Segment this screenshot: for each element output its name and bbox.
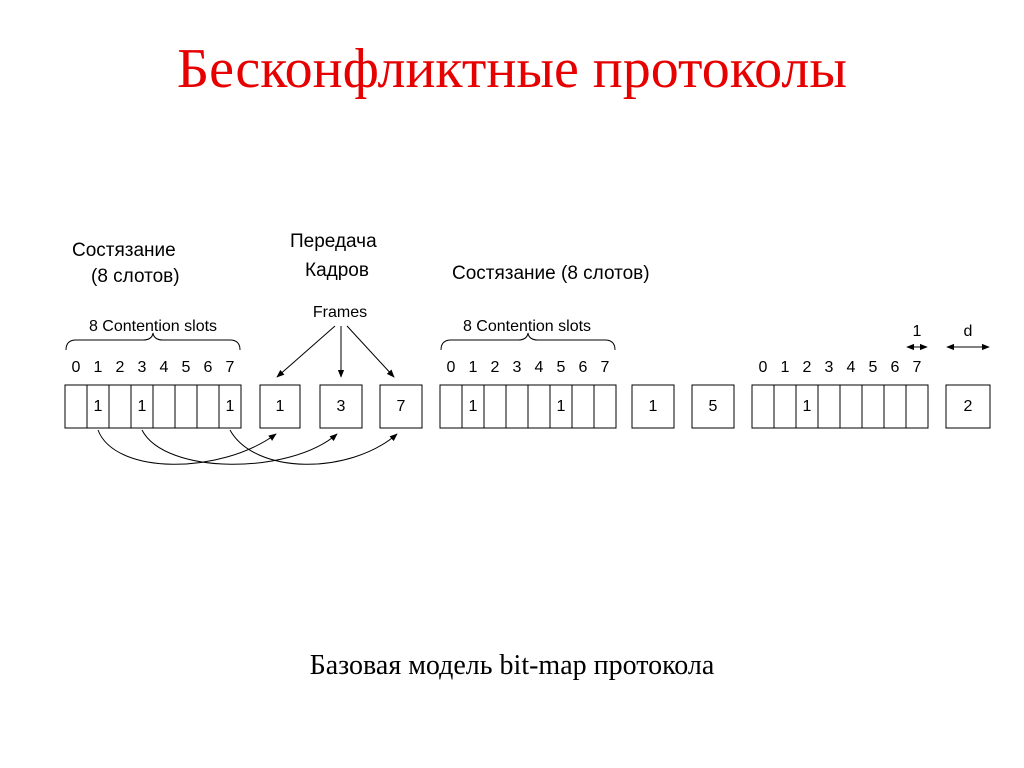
contention-slots-label-2: 8 Contention slots bbox=[463, 318, 591, 335]
slot-number: 5 bbox=[869, 359, 878, 376]
slot-box bbox=[505, 384, 529, 429]
slot-number: 2 bbox=[116, 359, 125, 376]
slot-box bbox=[861, 384, 885, 429]
slot-number: 1 bbox=[94, 359, 103, 376]
one-slot-dimension-label: 1 bbox=[913, 323, 922, 340]
slide-caption: Базовая модель bit-map протокола bbox=[309, 650, 715, 681]
slot-box bbox=[571, 384, 595, 429]
frames-arrow bbox=[346, 325, 395, 378]
slide-title: Бесконфликтные протоколы bbox=[177, 38, 847, 100]
frame-label: 1 bbox=[276, 398, 285, 415]
slot-number: 0 bbox=[72, 359, 81, 376]
slot-box bbox=[196, 384, 220, 429]
frame-label: 2 bbox=[964, 398, 973, 415]
slot-number: 1 bbox=[469, 359, 478, 376]
frame-label: 1 bbox=[649, 398, 658, 415]
frames-group-3: 2 bbox=[945, 384, 991, 429]
dimension-markers: 1 d bbox=[906, 323, 990, 351]
slot-number: 6 bbox=[891, 359, 900, 376]
slot-box bbox=[152, 384, 176, 429]
slot-bit: 1 bbox=[557, 398, 566, 415]
slot-number: 3 bbox=[138, 359, 147, 376]
frame-label: 3 bbox=[337, 398, 346, 415]
frames-group-1: 1 3 7 bbox=[259, 384, 423, 429]
frames-arrow bbox=[276, 325, 336, 378]
contention-slots-label-1: 8 Contention slots bbox=[89, 318, 217, 335]
frames-group-2: 1 5 bbox=[631, 384, 735, 429]
contention-brace-2 bbox=[440, 332, 616, 351]
slot-number: 3 bbox=[825, 359, 834, 376]
slot-box bbox=[483, 384, 507, 429]
slot-box bbox=[439, 384, 463, 429]
slot-number: 0 bbox=[447, 359, 456, 376]
slot-box bbox=[593, 384, 617, 429]
frame-box bbox=[945, 384, 991, 429]
contention-slots-group-1: 1 1 1 bbox=[64, 384, 242, 429]
contention-note-1-line1: Состязание bbox=[72, 240, 176, 261]
bit-to-frame-arrow bbox=[141, 429, 338, 465]
transmission-note-line1: Передача bbox=[290, 231, 377, 252]
slot-box bbox=[883, 384, 907, 429]
slot-numbers-group-3: 0 1 2 3 4 5 6 7 bbox=[759, 359, 922, 376]
slot-bit: 1 bbox=[803, 398, 812, 415]
slot-number: 7 bbox=[226, 359, 235, 376]
slot-box bbox=[751, 384, 775, 429]
bit-to-frame-arrow bbox=[229, 429, 398, 465]
slot-number: 6 bbox=[579, 359, 588, 376]
transmission-note-line2: Кадров bbox=[305, 260, 369, 281]
slot-number: 4 bbox=[535, 359, 544, 376]
slot-bit: 1 bbox=[469, 398, 478, 415]
slot-numbers-group-1: 0 1 2 3 4 5 6 7 bbox=[72, 359, 235, 376]
slot-box bbox=[817, 384, 841, 429]
slot-box bbox=[174, 384, 198, 429]
contention-slots-group-2: 1 1 bbox=[439, 384, 617, 429]
frame-box bbox=[691, 384, 735, 429]
slot-bit: 1 bbox=[138, 398, 147, 415]
slot-box bbox=[839, 384, 863, 429]
slot-numbers-group-2: 0 1 2 3 4 5 6 7 bbox=[447, 359, 610, 376]
slot-box bbox=[218, 384, 242, 429]
contention-note-2: Состязание (8 слотов) bbox=[452, 263, 650, 284]
frame-box bbox=[631, 384, 675, 429]
slot-box bbox=[773, 384, 797, 429]
frame-box bbox=[379, 384, 423, 429]
slot-box bbox=[527, 384, 551, 429]
contention-brace-1 bbox=[65, 332, 241, 351]
frame-box bbox=[259, 384, 301, 429]
slot-number: 7 bbox=[601, 359, 610, 376]
slot-number: 2 bbox=[803, 359, 812, 376]
slot-number: 1 bbox=[781, 359, 790, 376]
frame-label: 7 bbox=[397, 398, 406, 415]
slot-number: 7 bbox=[913, 359, 922, 376]
slot-box bbox=[64, 384, 88, 429]
slot-number: 6 bbox=[204, 359, 213, 376]
frames-pointer-arrows bbox=[276, 325, 395, 378]
frame-length-dimension-label: d bbox=[964, 323, 973, 340]
frame-label: 5 bbox=[709, 398, 718, 415]
slot-number: 4 bbox=[847, 359, 856, 376]
slot-box bbox=[905, 384, 929, 429]
slot-number: 0 bbox=[759, 359, 768, 376]
frame-box bbox=[319, 384, 363, 429]
slot-bit: 1 bbox=[226, 398, 235, 415]
slot-number: 5 bbox=[182, 359, 191, 376]
contention-note-1-line2: (8 слотов) bbox=[91, 266, 180, 287]
bit-to-frame-arrow bbox=[97, 429, 277, 465]
slot-bit: 1 bbox=[94, 398, 103, 415]
contention-slots-group-3: 1 bbox=[751, 384, 929, 429]
slot-box bbox=[108, 384, 132, 429]
slot-number: 4 bbox=[160, 359, 169, 376]
frames-label: Frames bbox=[313, 304, 367, 321]
bit-to-frame-arrows bbox=[97, 429, 398, 465]
slot-number: 2 bbox=[491, 359, 500, 376]
slot-number: 5 bbox=[557, 359, 566, 376]
slot-number: 3 bbox=[513, 359, 522, 376]
